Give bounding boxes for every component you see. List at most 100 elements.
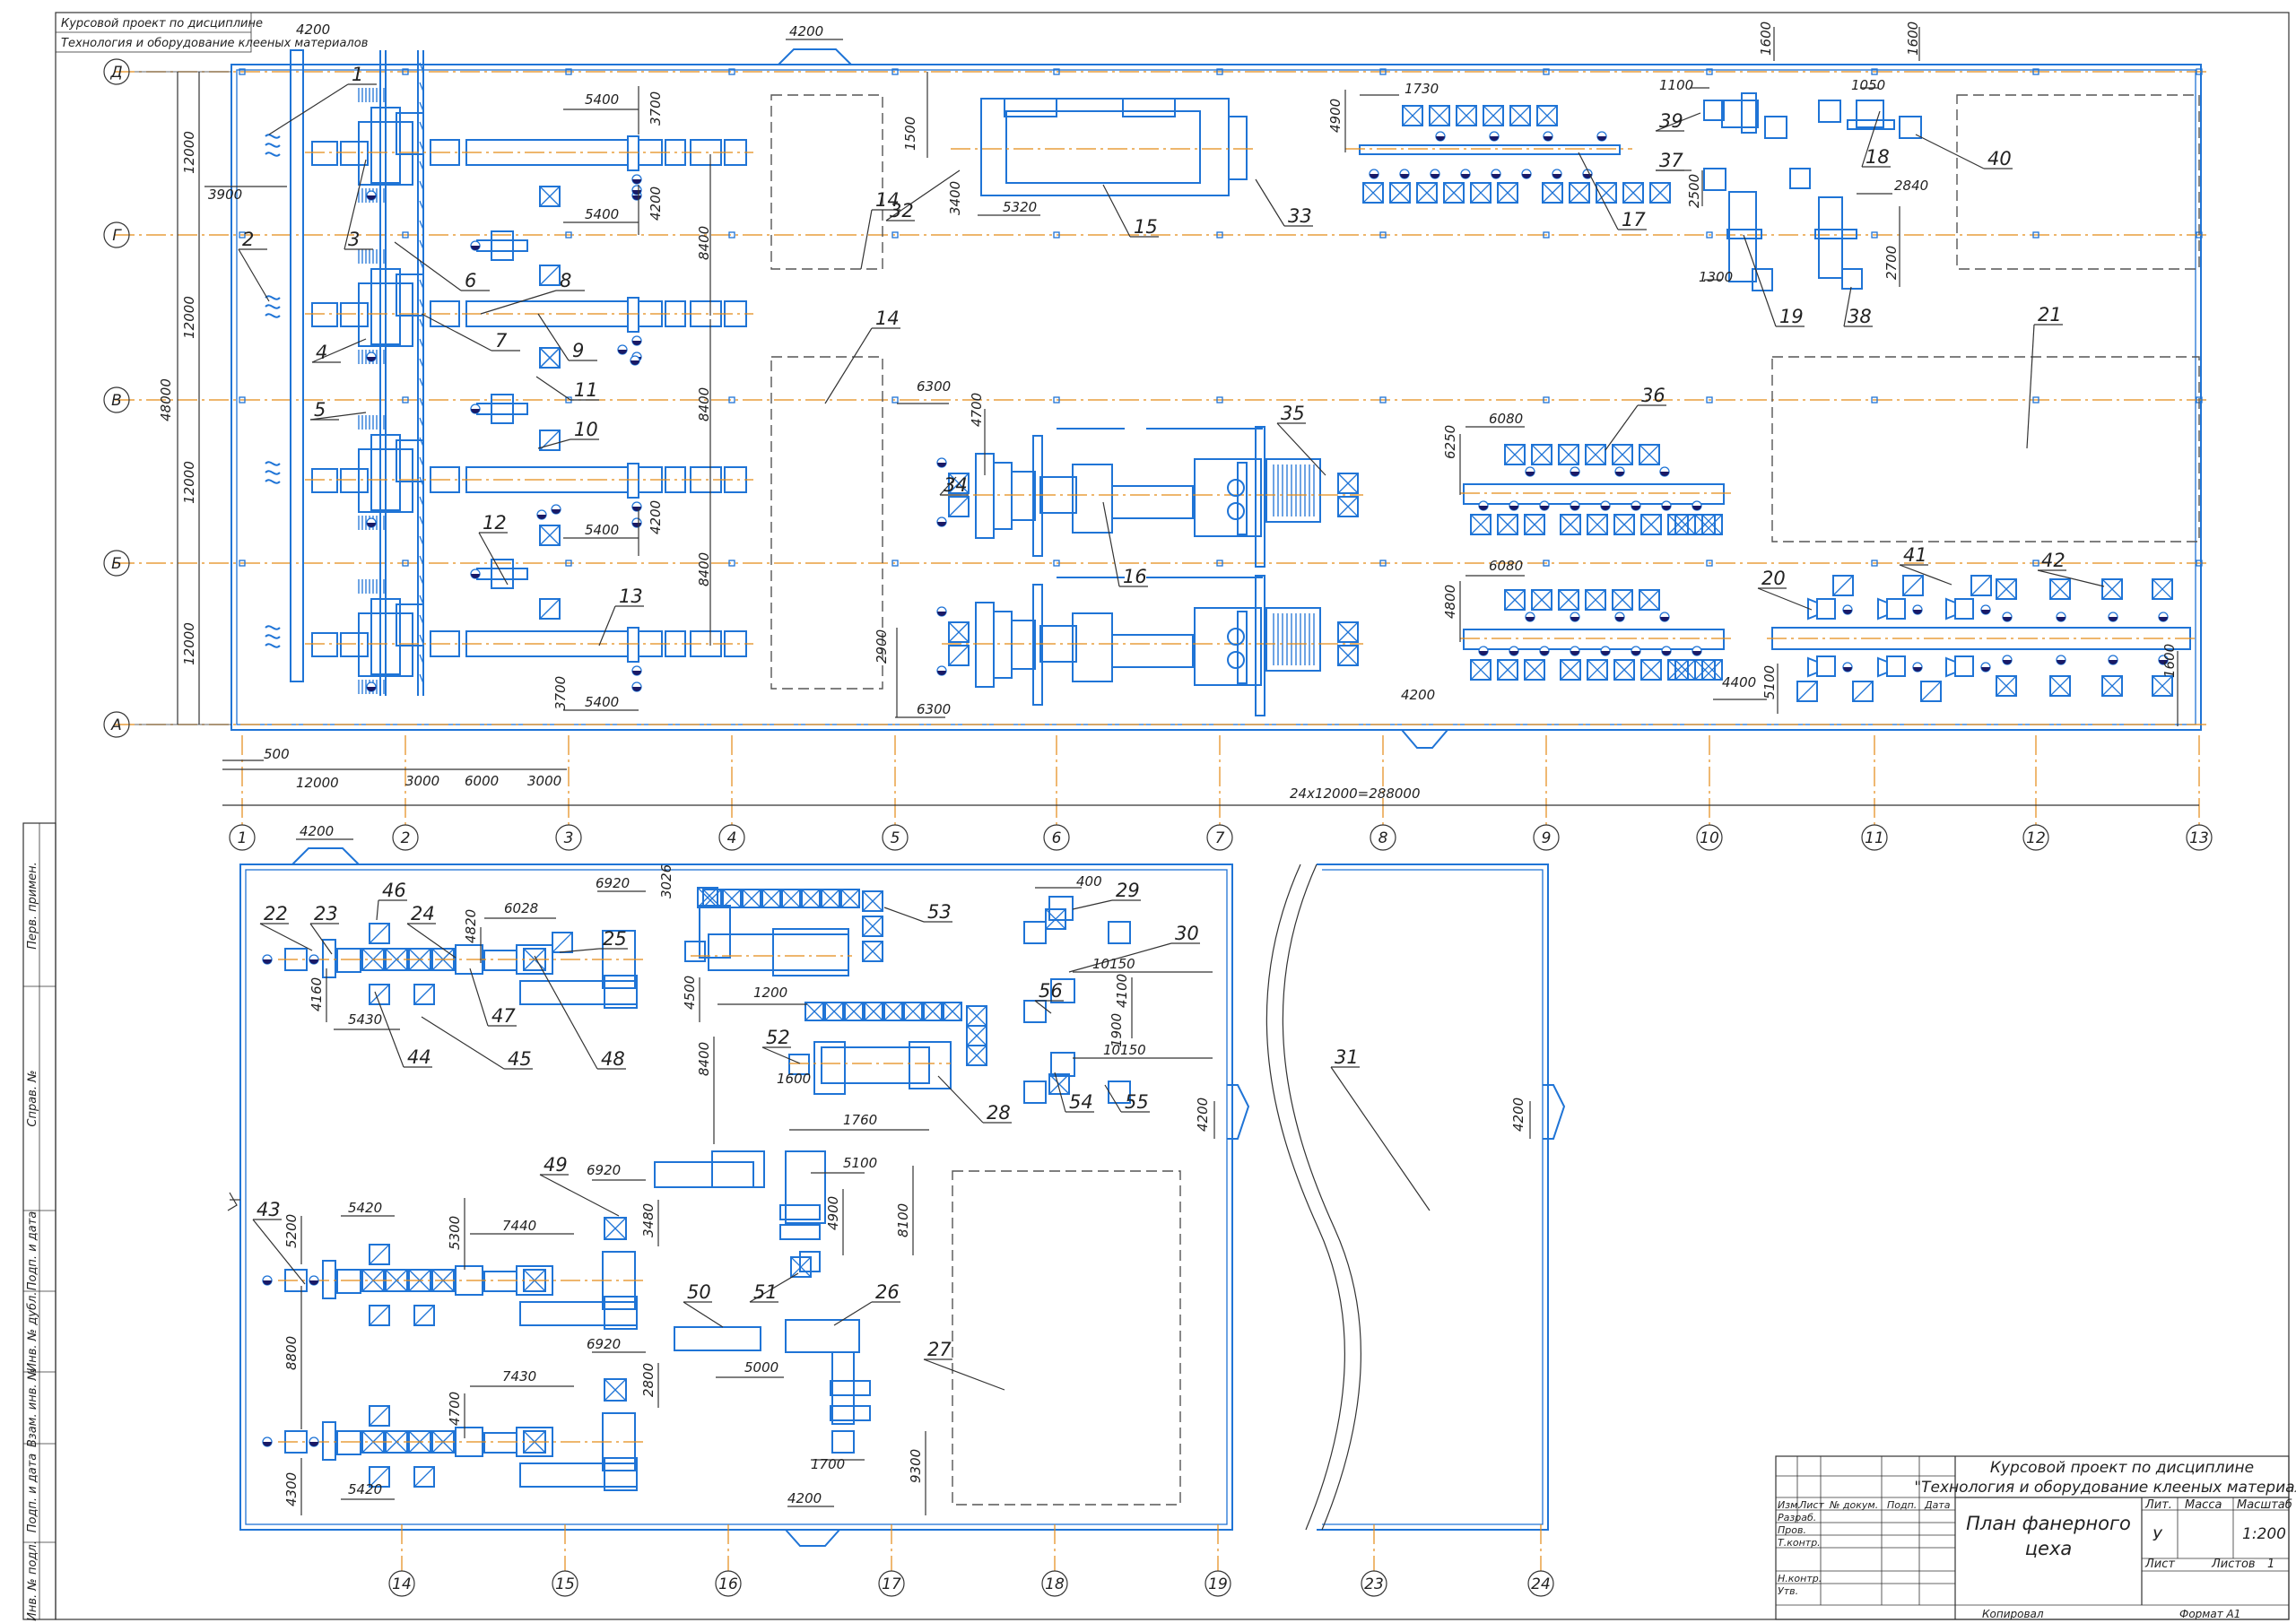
position-number-45: 45 xyxy=(508,1048,532,1070)
position-number-38: 38 xyxy=(1848,306,1872,327)
crossed-box xyxy=(1429,105,1450,126)
column-marker xyxy=(1216,68,1223,75)
title-sheets: Листов xyxy=(2211,1558,2256,1571)
position-number-1: 1 xyxy=(352,64,363,85)
position-label-56: 56 xyxy=(1034,980,1064,1014)
position-number-25: 25 xyxy=(603,928,627,950)
crossed-box xyxy=(1613,659,1635,681)
axis-col-8: 8 xyxy=(1378,829,1388,847)
dim-total: 24x12000=288000 xyxy=(1290,785,1421,802)
dim-d6028: 6028 xyxy=(504,900,538,916)
crossed-box xyxy=(801,889,821,908)
title-format: Формат А1 xyxy=(2179,1608,2240,1620)
sheet-frame xyxy=(55,12,2290,1620)
side-stamp: Перв. примен. Справ. № Подп. и дата Инв.… xyxy=(23,823,56,1621)
column-marker xyxy=(1871,396,1878,404)
motor-symbol xyxy=(936,516,947,527)
position-number-5: 5 xyxy=(314,399,326,421)
axis-col-circle xyxy=(392,824,419,851)
motor-symbol xyxy=(551,504,561,515)
dim-d1600: 1600 xyxy=(1905,22,1921,56)
position-number-42: 42 xyxy=(2041,550,2066,571)
column-marker xyxy=(1543,396,1550,404)
position-number-47: 47 xyxy=(491,1005,516,1027)
position-label-12: 12 xyxy=(478,512,509,586)
crossed-box xyxy=(1497,659,1518,681)
position-number-43: 43 xyxy=(257,1199,281,1220)
motor-symbol xyxy=(1692,500,1702,511)
storage-zone-14a xyxy=(770,94,883,270)
column-marker xyxy=(239,68,246,75)
axis-col-circle xyxy=(1205,1570,1231,1597)
column-marker xyxy=(1216,560,1223,567)
stack-box xyxy=(539,598,561,620)
position-label-25: 25 xyxy=(559,928,628,953)
dim-d1600b: 1600 xyxy=(777,1071,811,1087)
crossed-box xyxy=(781,889,801,908)
axis-col-circle xyxy=(2022,824,2049,851)
peeling-lines xyxy=(265,49,753,696)
position-number-40: 40 xyxy=(1987,148,2012,169)
sheet-line-36-1 xyxy=(1460,444,1731,535)
position-label-11: 11 xyxy=(535,376,599,401)
sheet-lines xyxy=(1345,105,1731,681)
axis-row-A: А xyxy=(110,716,122,734)
motor-symbol xyxy=(2108,655,2118,665)
column-marker xyxy=(565,68,572,75)
position-label-13: 13 xyxy=(598,586,644,647)
crossed-box xyxy=(1048,1073,1070,1095)
motor-symbol xyxy=(1525,466,1535,477)
motor-symbol xyxy=(366,352,377,362)
axis-col-circle xyxy=(388,1570,415,1597)
motor-symbol xyxy=(1596,131,1607,142)
crossed-box xyxy=(1622,182,1644,204)
dim-d4100: 4100 xyxy=(1114,974,1130,1008)
dim-12000-2: 12000 xyxy=(181,296,197,339)
column-marker xyxy=(728,396,735,404)
axis-col-circle xyxy=(1043,824,1070,851)
motor-symbol xyxy=(1521,169,1532,179)
column-marker xyxy=(2196,560,2203,567)
position-label-23: 23 xyxy=(309,903,339,955)
axis-col-circle xyxy=(1696,824,1723,851)
axis-col-circle xyxy=(2186,824,2213,851)
top-left-stamp: Курсовой проект по дисциплине Технология… xyxy=(55,12,368,53)
crossed-box xyxy=(1560,514,1581,535)
position-label-22: 22 xyxy=(259,903,313,951)
crossed-box xyxy=(1362,182,1384,204)
dim-d5100: 5100 xyxy=(1761,665,1778,699)
crossed-box xyxy=(1612,444,1633,465)
motor-symbol xyxy=(1525,612,1535,622)
crossed-box xyxy=(2049,675,2071,697)
dim-d5400: 5400 xyxy=(585,522,619,538)
axis-col-circle xyxy=(715,1570,742,1597)
motor-symbol xyxy=(2056,612,2066,622)
column-marker xyxy=(728,231,735,239)
column-marker xyxy=(1706,231,1713,239)
stack-box xyxy=(1970,575,1992,596)
side-stamp-5: Взам. инв. № xyxy=(26,1368,39,1447)
motor-symbol xyxy=(1430,169,1440,179)
position-number-21: 21 xyxy=(2038,304,2062,325)
position-label-15: 15 xyxy=(1102,184,1159,238)
crossed-box xyxy=(1996,578,2017,600)
motor-symbol xyxy=(1478,500,1489,511)
column-marker xyxy=(1871,231,1878,239)
dim-d4900b: 4900 xyxy=(825,1196,841,1230)
log-symbol xyxy=(470,394,528,424)
crossed-box xyxy=(1531,444,1552,465)
crossed-box xyxy=(1504,589,1526,611)
motor-symbol xyxy=(631,517,642,528)
dim-4200-a: 4200 xyxy=(296,22,330,38)
dim-d6080: 6080 xyxy=(1489,411,1523,427)
column-marker xyxy=(1216,396,1223,404)
position-number-28: 28 xyxy=(987,1102,1011,1124)
dim-d1900: 1900 xyxy=(1109,1013,1125,1047)
column-marker xyxy=(2032,68,2039,75)
column-marker xyxy=(891,68,899,75)
position-number-36: 36 xyxy=(1641,385,1665,406)
position-label-47: 47 xyxy=(469,968,517,1027)
motor-symbol xyxy=(1552,169,1562,179)
column-marker xyxy=(1053,560,1060,567)
position-label-24: 24 xyxy=(406,903,457,959)
